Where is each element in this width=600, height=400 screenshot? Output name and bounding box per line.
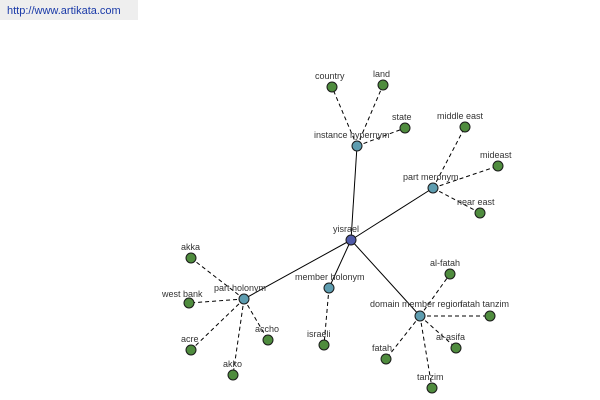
relation-label-instance-hypernym: instance hypernym [314,130,390,140]
term-node[interactable] [450,342,462,354]
term-node[interactable] [185,252,197,264]
edge-instance-hypernym-term [356,127,406,147]
term-label: fatah tanzim [460,299,509,309]
site-url-link[interactable]: http://www.artikata.com [0,0,138,20]
term-label: al-asifa [436,332,465,342]
term-label: accho [255,324,279,334]
term-label: country [315,71,345,81]
term-node[interactable] [185,344,197,356]
edge-part-meronym-term [432,165,499,189]
relation-label-domain-member-region: domain member region [370,299,463,309]
edge-member-holonym-term [323,287,330,346]
term-label: akko [223,359,242,369]
term-node[interactable] [426,382,438,394]
relation-label-member-holonym: member holonym [295,272,365,282]
edge-root-instance-hypernym [350,145,358,241]
term-node[interactable] [474,207,486,219]
term-node[interactable] [326,81,338,93]
term-node[interactable] [227,369,239,381]
relation-node-member-holonym[interactable] [323,282,335,294]
edge-instance-hypernym-term [331,86,358,147]
term-label: land [373,69,390,79]
root-node-label: yisrael [333,224,359,234]
term-label: israeli [307,329,331,339]
edge-part-meronym-term [432,126,466,189]
term-node[interactable] [444,268,456,280]
edge-part-holonym-term [190,298,245,351]
edge-part-holonym-term [188,298,245,304]
edge-domain-member-region-term [419,315,457,349]
term-node[interactable] [318,339,330,351]
term-label: state [392,112,412,122]
term-node[interactable] [459,121,471,133]
edge-root-part-meronym [350,187,434,241]
relation-node-part-holonym[interactable] [238,293,250,305]
edge-part-holonym-term [232,298,245,376]
term-label: middle east [437,111,484,121]
term-node[interactable] [380,353,392,365]
term-node[interactable] [377,79,389,91]
relation-node-domain-member-region[interactable] [414,310,426,322]
edge-root-domain-member-region [350,239,421,317]
root-node[interactable] [345,234,357,246]
edge-part-holonym-term [243,298,269,341]
term-node[interactable] [399,122,411,134]
edge-domain-member-region-term [385,315,421,360]
relation-label-part-meronym: part meronym [403,172,459,182]
term-node[interactable] [492,160,504,172]
relation-label-part-holonym: part holonym [214,283,266,293]
edge-part-meronym-term [432,187,481,214]
term-label: al-fatah [430,258,460,268]
term-node[interactable] [262,334,274,346]
term-node[interactable] [183,297,195,309]
term-label: akka [181,242,200,252]
relation-node-part-meronym[interactable] [427,182,439,194]
edge-root-part-holonym [243,239,352,300]
relation-node-instance-hypernym[interactable] [351,140,363,152]
term-label: mideast [480,150,512,160]
term-label: near east [457,197,495,207]
edge-root-member-holonym [328,239,352,289]
term-label: tanzim [417,372,444,382]
term-label: west bank [161,289,203,299]
term-label: fatah [372,343,392,353]
term-node[interactable] [484,310,496,322]
edge-domain-member-region-term [419,315,433,389]
edge-domain-member-region-term [419,273,451,317]
term-label: acre [181,334,199,344]
